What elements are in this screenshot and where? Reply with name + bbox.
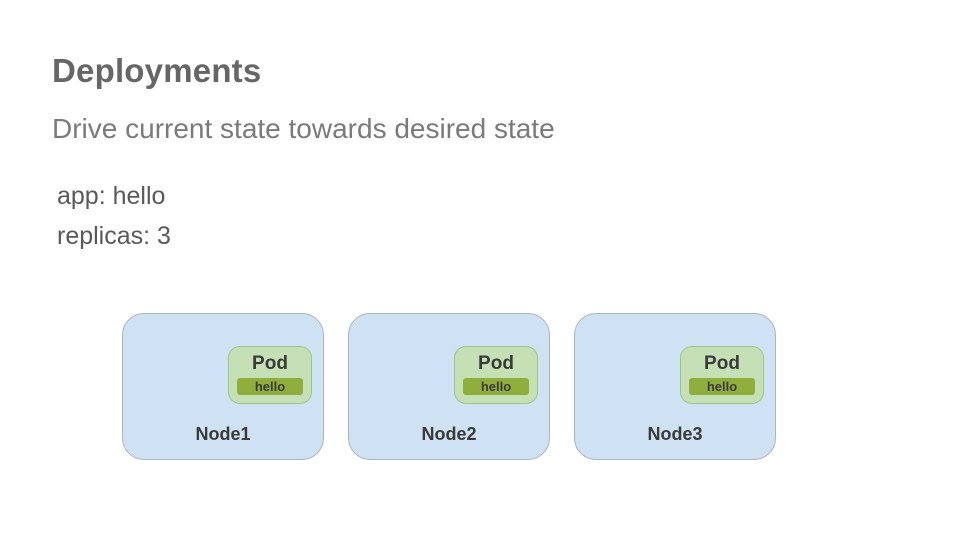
node-card-2: Pod hello Node2 bbox=[348, 313, 550, 460]
pod-label: Pod bbox=[704, 353, 740, 374]
pod-box: Pod hello bbox=[454, 346, 538, 404]
spec-line-replicas: replicas: 3 bbox=[57, 222, 171, 250]
node-label: Node3 bbox=[647, 424, 703, 444]
pod-label: Pod bbox=[252, 353, 288, 374]
pod-box: Pod hello bbox=[228, 346, 312, 404]
deployment-spec: app: hello replicas: 3 bbox=[57, 176, 171, 256]
container-chip: hello bbox=[689, 378, 755, 395]
pod-label: Pod bbox=[478, 353, 514, 374]
container-chip: hello bbox=[463, 378, 529, 395]
pod-box: Pod hello bbox=[680, 346, 764, 404]
node-label: Node1 bbox=[195, 424, 251, 444]
subtitle: Drive current state towards desired stat… bbox=[52, 113, 555, 144]
spec-line-app: app: hello bbox=[57, 182, 166, 210]
node-card-1: Pod hello Node1 bbox=[122, 313, 324, 460]
nodes-row: Pod hello Node1 Pod hello Node2 Pod hell… bbox=[122, 313, 776, 460]
node-label: Node2 bbox=[421, 424, 477, 444]
container-chip: hello bbox=[237, 378, 303, 395]
node-card-3: Pod hello Node3 bbox=[574, 313, 776, 460]
page-title: Deployments bbox=[52, 52, 262, 89]
